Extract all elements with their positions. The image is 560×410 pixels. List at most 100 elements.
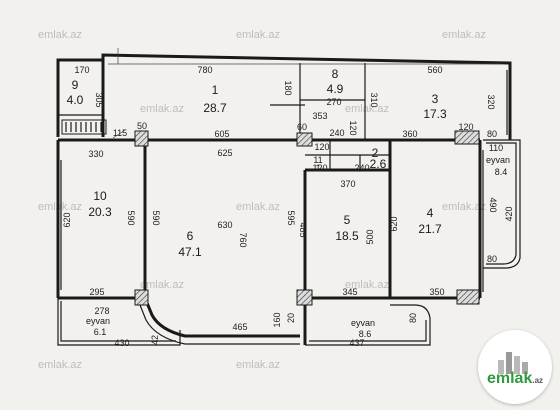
watermark-text: emlak.az (38, 359, 82, 371)
dimension-label: 620 (389, 216, 399, 231)
column (454, 130, 480, 145)
dimension-label: 353 (312, 111, 327, 121)
room-number: 5 (344, 213, 351, 227)
watermark-text: emlak.az (140, 279, 184, 291)
dimension-label: 120 (458, 122, 473, 132)
dimension-label: 50 (137, 121, 147, 131)
balcony-label: eyvan (351, 318, 375, 328)
dimension-label: 240 (354, 163, 369, 173)
dimension-label: 120 (312, 163, 327, 173)
logo-tld: .az (532, 376, 544, 385)
watermark-text: emlak.az (442, 201, 486, 213)
dimension-label: 110 (489, 143, 503, 153)
watermark-text: emlak.az (38, 29, 82, 41)
dimension-label: 320 (486, 94, 496, 109)
logo-name: emlak (486, 370, 533, 387)
balcony-label: eyvan (86, 316, 110, 326)
room-number: 9 (72, 78, 79, 92)
dimension-label: 437 (349, 338, 364, 348)
dimension-lines (108, 48, 500, 139)
dimension-label: 240 (329, 128, 344, 138)
watermark-text: emlak.az (345, 103, 389, 115)
logo-text: emlak.az (478, 370, 552, 388)
balcony-label: eyvan (486, 155, 510, 165)
dimension-label: 430 (114, 338, 129, 348)
dimension-label: 465 (232, 322, 247, 332)
dimension-label: 500 (365, 229, 375, 244)
dimension-label: 20 (286, 313, 296, 323)
dimension-label: 115 (113, 128, 127, 138)
dimension-label: 330 (88, 149, 103, 159)
watermark-text: emlak.az (140, 103, 184, 115)
room-number: 11 (313, 155, 322, 165)
room-number: 4 (427, 206, 434, 220)
dimension-label: 485 (298, 222, 308, 237)
dimension-label: 42 (150, 335, 160, 345)
dimension-label: 305 (94, 92, 104, 107)
watermark-text: emlak.az (345, 279, 389, 291)
dimension-label: 560 (427, 65, 442, 75)
room-area: 1 (315, 163, 320, 173)
room-number: 10 (93, 189, 107, 203)
dimension-label: 60 (297, 122, 307, 132)
dimension-label: 370 (340, 179, 355, 189)
room-area: 21.7 (418, 222, 442, 236)
watermarks: emlak.az emlak.az emlak.az emlak.az emla… (38, 29, 486, 371)
room-area: 4.9 (327, 82, 344, 96)
room-area: 47.1 (178, 245, 202, 259)
room-area: 20.3 (88, 205, 112, 219)
dimension-label: 170 (74, 65, 89, 75)
dimension-label: 310 (369, 92, 379, 107)
column (134, 130, 149, 147)
radiator (61, 119, 107, 135)
dimension-label: 360 (402, 129, 417, 139)
room-area: 4.0 (67, 93, 84, 107)
dimension-label: 80 (487, 254, 497, 264)
columns (134, 130, 480, 306)
balconies (57, 139, 521, 346)
column (456, 289, 480, 305)
dimension-label: 278 (94, 306, 109, 316)
room-area: 28.7 (203, 101, 227, 115)
dimension-label: 490 (488, 197, 498, 212)
dimension-label: 595 (286, 210, 296, 225)
room-number: 2 (372, 146, 379, 160)
room-area: 17.3 (423, 107, 447, 121)
emlak-logo[interactable]: emlak.az (478, 330, 552, 404)
room-area: 2.6 (370, 157, 387, 171)
column (296, 132, 313, 147)
walls (56, 53, 512, 345)
dimension-label: 120 (348, 120, 358, 135)
dimension-label: 80 (487, 129, 497, 139)
column (296, 289, 313, 306)
dimension-label: 760 (238, 232, 248, 247)
dimension-label: 780 (197, 65, 212, 75)
dimension-label: 620 (62, 212, 72, 227)
dimension-labels: 170 780 560 305 180 270 353 310 320 115 … (62, 65, 514, 348)
dimension-label: 605 (214, 129, 229, 139)
balcony-labels: eyvan 8.4 eyvan 6.1 eyvan 8.6 (86, 155, 510, 339)
balcony-area: 8.6 (359, 329, 372, 339)
room-area: 18.5 (335, 229, 359, 243)
dimension-label: 590 (126, 210, 136, 225)
dimension-label: 120 (314, 142, 329, 152)
dimension-label: 160 (272, 312, 282, 327)
dimension-label: 295 (89, 287, 104, 297)
watermark-text: emlak.az (442, 29, 486, 41)
room-number: 8 (332, 67, 339, 81)
dimension-label: 345 (342, 287, 357, 297)
dimension-label: 270 (326, 97, 341, 107)
dimension-label: 80 (408, 313, 418, 323)
dimension-label: 630 (217, 220, 232, 230)
balcony-area: 6.1 (94, 327, 107, 337)
room-labels: 1 28.7 8 4.9 3 17.3 9 4.0 10 20.3 6 47.1… (67, 67, 447, 259)
room-number: 6 (187, 229, 194, 243)
dimension-label: 625 (217, 148, 232, 158)
balcony-area: 8.4 (495, 167, 508, 177)
dimension-label: 350 (429, 287, 444, 297)
room-number: 3 (432, 92, 439, 106)
column (134, 289, 149, 306)
watermark-text: emlak.az (236, 29, 280, 41)
watermark-text: emlak.az (236, 201, 280, 213)
